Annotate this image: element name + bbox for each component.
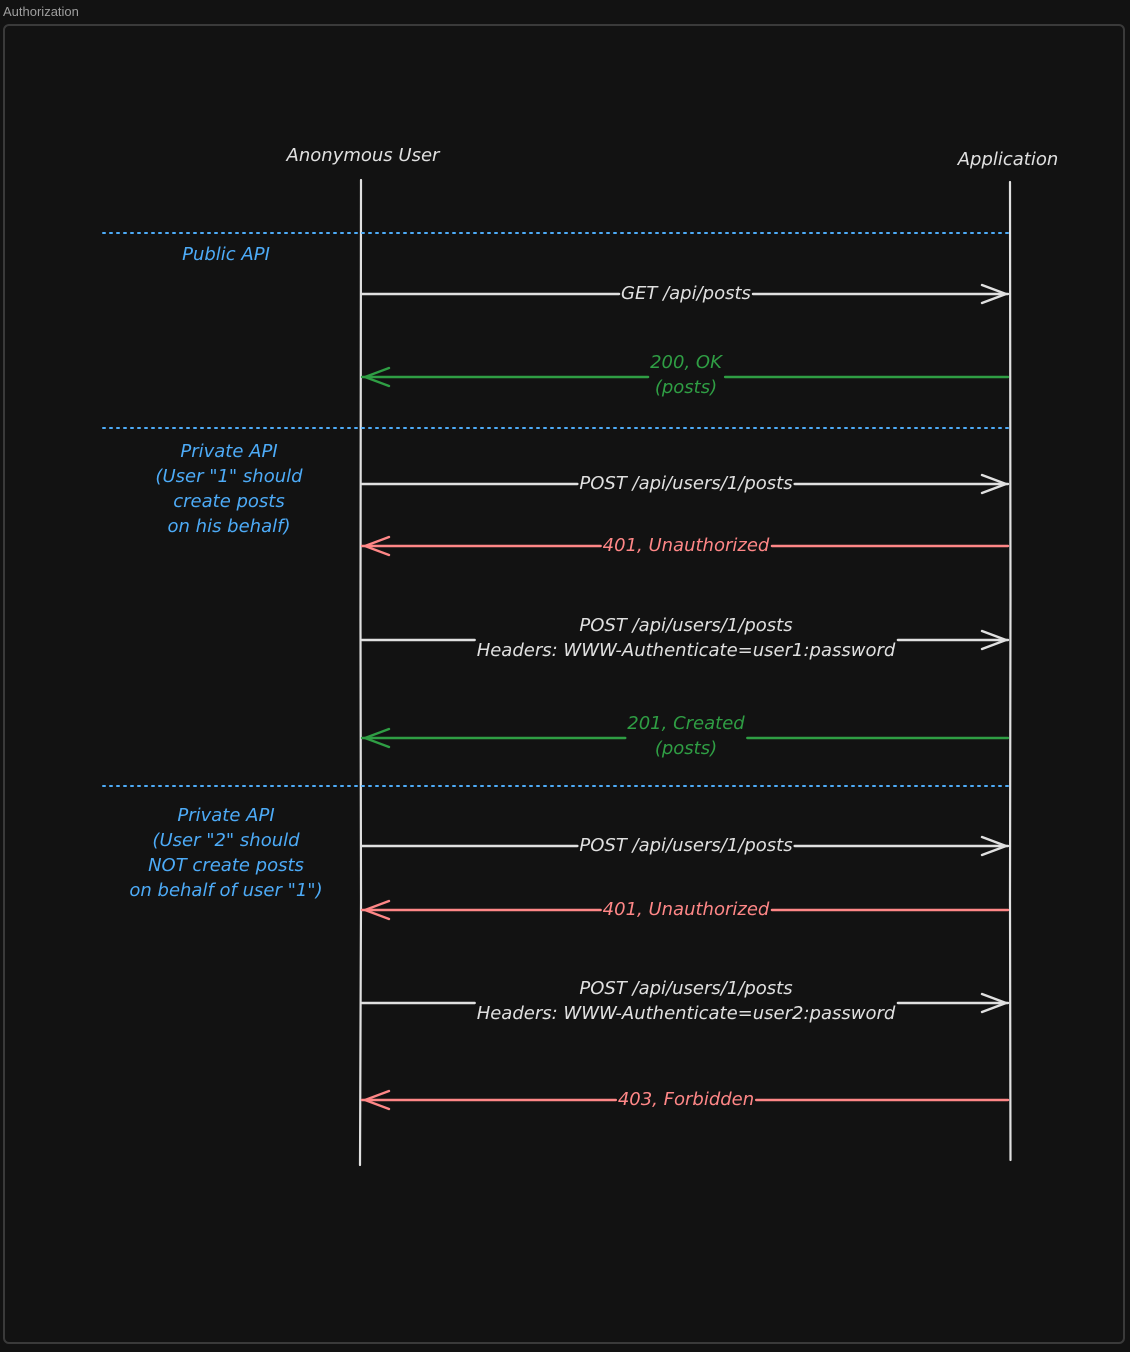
arrow-head	[980, 992, 1008, 1014]
arrow-head	[363, 727, 391, 749]
message-success: 200, OK (posts)	[360, 352, 1010, 398]
message-request: POST /api/users/1/posts	[360, 835, 1010, 857]
arrow-head	[363, 366, 391, 388]
message-label: 200, OK (posts)	[650, 352, 723, 398]
arrow-head	[363, 899, 391, 921]
message-label-line: POST /api/users/1/posts	[579, 978, 792, 999]
message-label-line: 200, OK	[650, 352, 723, 373]
frame-border	[3, 24, 1125, 1344]
arrow-head	[363, 1089, 391, 1111]
message-label-line: (posts)	[655, 738, 717, 759]
message-label: POST /api/users/1/posts	[579, 835, 792, 856]
message-label-line: Headers: WWW-Authenticate=user2:password	[477, 1003, 896, 1024]
message-error: 403, Forbidden	[360, 1089, 1010, 1111]
message-label-line: POST /api/users/1/posts	[579, 835, 792, 856]
arrow-head	[363, 535, 391, 557]
section-label-line: (User "1" should	[155, 466, 303, 487]
message-label: 401, Unauthorized	[603, 535, 770, 556]
app-lifeline	[1008, 180, 1012, 1162]
section-label-line: create posts	[173, 491, 285, 512]
section-label-line: (User "2" should	[152, 830, 300, 851]
arrow-head	[980, 835, 1008, 857]
message-error: 401, Unauthorized	[360, 899, 1010, 921]
section-label: Private API (User "1" should create posts o…	[155, 441, 303, 537]
section-label-line: Public API	[182, 244, 270, 265]
message-error: 401, Unauthorized	[360, 535, 1010, 557]
section-label-line: Private API	[180, 441, 277, 462]
message-label: POST /api/users/1/posts	[579, 473, 792, 494]
message-label-line: POST /api/users/1/posts	[579, 473, 792, 494]
frame-title: Authorization	[3, 4, 79, 19]
message-label: GET /api/posts	[621, 283, 751, 304]
messages-layer: GET /api/posts 200, OK (posts) POST /api/us…	[360, 283, 1010, 1111]
message-label: 401, Unauthorized	[603, 899, 770, 920]
section-label-line: on his behalf)	[168, 516, 291, 537]
message-label-line: Headers: WWW-Authenticate=user1:password	[477, 640, 896, 661]
arrow-head	[980, 473, 1008, 495]
message-success: 201, Created (posts)	[360, 713, 1010, 759]
section-label-line: Private API	[177, 805, 274, 826]
message-label: 201, Created (posts)	[627, 713, 745, 759]
participant-user-label: Anonymous User	[286, 145, 441, 166]
message-label-line: 401, Unauthorized	[603, 535, 770, 556]
message-label-line: 201, Created	[627, 713, 745, 734]
section-label-line: NOT create posts	[148, 855, 304, 876]
participant-app-label: Application	[957, 149, 1059, 170]
arrow-head	[980, 283, 1008, 305]
message-label-line: POST /api/users/1/posts	[579, 615, 792, 636]
section-label: Public API	[182, 244, 270, 265]
message-label: 403, Forbidden	[618, 1089, 754, 1110]
message-request: POST /api/users/1/posts	[360, 473, 1010, 495]
message-label-line: GET /api/posts	[621, 283, 751, 304]
user-lifeline	[358, 178, 363, 1167]
message-label-line: 403, Forbidden	[618, 1089, 754, 1110]
message-label-line: 401, Unauthorized	[603, 899, 770, 920]
arrow-head	[980, 629, 1008, 651]
sections-layer: Public API Private API (User "1" should cre…	[102, 232, 1011, 901]
message-label-line: (posts)	[655, 377, 717, 398]
message-request: GET /api/posts	[360, 283, 1010, 305]
section-label-line: on behalf of user "1")	[129, 880, 322, 901]
